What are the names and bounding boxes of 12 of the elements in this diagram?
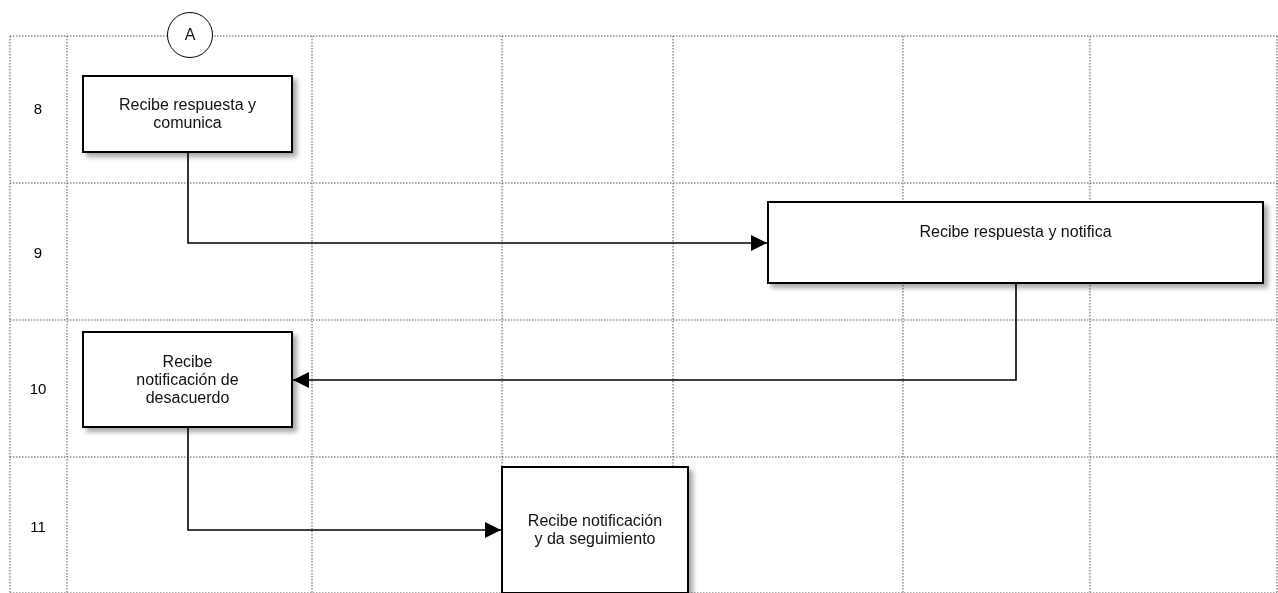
- process-box: Recibe notificación de desacuerdo: [82, 331, 293, 428]
- connector-circle: A: [167, 12, 213, 58]
- process-box: Recibe respuesta y comunica: [82, 75, 293, 153]
- row-number: 9: [33, 244, 43, 261]
- row-number: 11: [30, 518, 46, 535]
- arrow: [187, 152, 768, 251]
- row-number: 10: [29, 380, 47, 397]
- arrow: [187, 427, 502, 538]
- process-box: Recibe respuesta y notifica: [767, 201, 1264, 284]
- row-number: 8: [33, 100, 43, 117]
- process-box: Recibe notificación y da seguimiento: [501, 466, 689, 593]
- arrow: [292, 283, 1017, 388]
